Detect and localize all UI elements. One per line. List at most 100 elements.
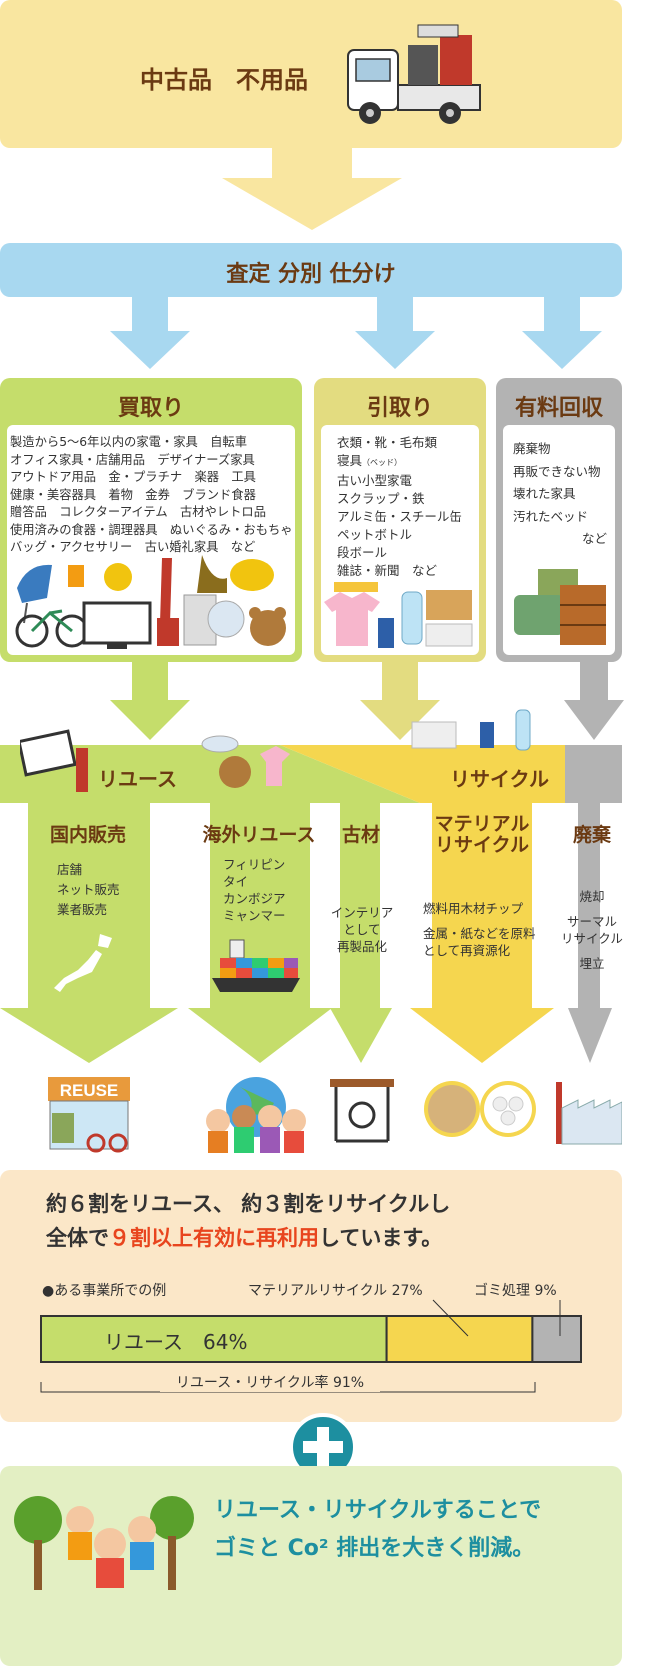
band-recycle-label: リサイクル: [450, 767, 549, 791]
pickup-title: 引取り: [366, 396, 433, 421]
list-item: 埋立: [579, 956, 605, 971]
list-item: 再製品化: [336, 939, 387, 954]
list-item: として再資源化: [423, 943, 511, 958]
pickup-items-illustration: [324, 582, 473, 648]
list-item: リサイクル: [561, 931, 623, 946]
route-details-disposal: 焼却 サーマル リサイクル 埋立: [560, 888, 624, 972]
factory-illustration: [556, 1082, 622, 1145]
list-item: 燃料用木材チップ: [423, 901, 524, 916]
list-item: バッグ・アクセサリー 古い婚礼家具 など: [10, 540, 256, 554]
paid-title: 有料回収: [514, 396, 603, 421]
list-item: ネット販売: [57, 882, 120, 897]
top-box: [0, 0, 622, 148]
reuse-sign-text: REUSE: [60, 1081, 119, 1100]
list-item: カンボジア: [223, 891, 286, 906]
list-item: [423, 917, 536, 925]
list-item: アウトドア用品 金・プラチナ 楽器 工具: [10, 470, 256, 484]
rate-bracket: [40, 1382, 536, 1393]
summary-line2-post: しています。: [319, 1226, 443, 1250]
list-item: 古い小型家電: [337, 473, 413, 488]
list-item: 衣類・靴・毛布類: [337, 435, 438, 450]
list-item: アルミ缶・スチール缶: [337, 509, 462, 524]
bar-segment-reuse: [40, 1315, 388, 1363]
list-item: スクラップ・鉄: [337, 491, 425, 506]
stacked-bar-chart: [40, 1299, 582, 1393]
bed-note: （ベッド）: [362, 458, 403, 467]
list-item: サーマル: [566, 914, 617, 929]
arrow-down-green: [110, 662, 190, 740]
japan-map-icon: [54, 934, 112, 992]
top-title: 中古品 不用品: [140, 66, 308, 94]
list-item: 寝具（ベッド）: [337, 453, 403, 468]
buy-items-illustration: [15, 555, 286, 649]
summary-line1: 約６割をリユース、 約３割をリサイクルし: [46, 1192, 451, 1216]
arrow-down-cream: [222, 148, 402, 230]
route-details-overseas: フィリピン タイ カンボジア ミャンマー: [223, 856, 286, 924]
route-details-material: 燃料用木材チップ 金属・紙などを原料 として再資源化: [423, 900, 536, 959]
children-trees-illustration: [14, 1496, 194, 1590]
arrow-down-blue-2: [355, 297, 435, 369]
route-title-oldwood: 古材: [341, 824, 380, 846]
list-item: ミャンマー: [223, 908, 286, 923]
route-details-oldwood: インテリア として 再製品化: [322, 904, 402, 955]
summary-highlight: ９割以上有効に再利用: [109, 1226, 319, 1250]
list-item: [560, 905, 624, 913]
bottom-line1: リユース・リサイクルすることで: [214, 1498, 542, 1523]
list-item: 雑誌・新聞 など: [337, 563, 438, 578]
paid-item-list: 廃棄物 再販できない物 壊れた家具 汚れたベッド など: [513, 438, 607, 551]
material-leader-line: [432, 1299, 469, 1337]
list-item: 焼却: [579, 889, 605, 904]
list-item: として: [343, 922, 381, 937]
summary-line2: 全体で９割以上有効に再利用しています。: [46, 1222, 442, 1252]
bar-segment-material: [385, 1315, 534, 1363]
bar-segment-waste: [531, 1315, 582, 1363]
truck-illustration: [347, 24, 481, 124]
material-label: マテリアルリサイクル 27%: [248, 1283, 423, 1299]
list-item: 業者販売: [57, 902, 108, 917]
bar-reuse-label: リユース 64%: [104, 1330, 248, 1354]
route-title-domestic: 国内販売: [49, 824, 126, 846]
route-title-material: マテリアル リサイクル: [434, 813, 530, 856]
list-item: 壊れた家具: [513, 486, 576, 501]
arrow-down-blue-1: [110, 297, 190, 369]
route-title-overseas: 海外リユース: [202, 824, 316, 846]
flow-band: [0, 745, 622, 1063]
cargo-ship-icon: [212, 939, 300, 992]
list-item: 汚れたベッド: [513, 508, 589, 524]
list-item: フィリピン: [223, 857, 286, 872]
band-reuse-label: リユース: [98, 767, 177, 791]
list-item: 健康・美容器具 着物 金券 ブランド食器: [10, 487, 256, 502]
reuse-shop-illustration: REUSE: [48, 1077, 130, 1153]
junk-furniture-illustration: [514, 569, 606, 645]
pickup-item-list: 衣類・靴・毛布類 寝具（ベッド） 古い小型家電 スクラップ・鉄 アルミ缶・スチー…: [337, 434, 462, 580]
list-item: 製造から5～6年以内の家電・家具 自転車: [10, 435, 247, 449]
band-items-illustration: [20, 709, 531, 792]
people-globe-illustration: [206, 1077, 306, 1153]
sewing-table-illustration: [330, 1079, 394, 1143]
summary-line2-pre: 全体で: [46, 1226, 109, 1250]
arrow-down-blue-3: [522, 297, 602, 369]
list-item: 廃棄物: [513, 441, 551, 456]
list-item: タイ: [223, 874, 249, 889]
list-item: 再販できない物: [513, 463, 601, 479]
buy-item-list: 製造から5～6年以内の家電・家具 自転車 オフィス家具・店舗用品 デザイナーズ家…: [10, 434, 293, 557]
list-item: など: [581, 531, 607, 546]
route-details-domestic: 店舗 ネット販売 業者販売: [57, 860, 120, 920]
arrow-down-gray: [564, 662, 624, 740]
bottom-line2: ゴミと Co² 排出を大きく削減。: [214, 1536, 535, 1561]
arrow-down-yellow: [360, 662, 440, 740]
list-item: ペットボトル: [337, 527, 413, 542]
wood-chip-paper-illustration: [424, 1081, 536, 1137]
rate-label: リユース・リサイクル率 91%: [160, 1372, 380, 1392]
list-item: 段ボール: [337, 545, 388, 560]
list-item: 使用済みの食器・調理器具 ぬいぐるみ・おもちゃ: [10, 522, 293, 537]
assess-bar: [0, 243, 622, 297]
buy-title: 買取り: [117, 396, 184, 421]
list-item: 贈答品 コレクターアイテム 古材やレトロ品: [10, 505, 267, 519]
waste-label: ゴミ処理 9%: [474, 1283, 557, 1299]
list-item: 金属・紙などを原料: [423, 926, 536, 941]
example-label: ●ある事業所での例: [42, 1283, 167, 1299]
list-item: [560, 947, 624, 955]
list-item: 店舗: [57, 862, 83, 877]
route-title-disposal: 廃棄: [572, 824, 611, 846]
